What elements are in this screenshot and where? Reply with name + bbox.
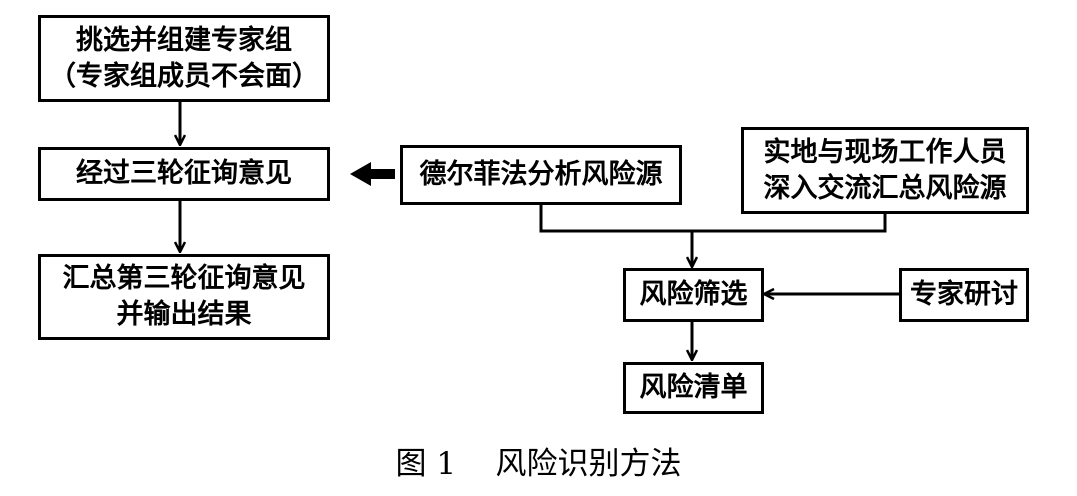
box-summarize: 汇总第三轮征询意见 并输出结果 bbox=[38, 254, 330, 340]
box-summarize-line1: 汇总第三轮征询意见 bbox=[62, 263, 306, 294]
box-risk-screening: 风险筛选 bbox=[623, 268, 764, 322]
box-three-rounds-label: 经过三轮征询意见 bbox=[76, 158, 292, 189]
figure-caption-label: 图 1 bbox=[395, 446, 457, 482]
box-field-exchange: 实地与现场工作人员 深入交流汇总风险源 bbox=[741, 127, 1029, 214]
box-delphi: 德尔菲法分析风险源 bbox=[400, 145, 682, 205]
box-risk-screening-label: 风险筛选 bbox=[639, 279, 748, 310]
box-delphi-label: 德尔菲法分析风险源 bbox=[419, 159, 663, 190]
box-field-line2: 深入交流汇总风险源 bbox=[763, 172, 1007, 204]
box-risk-list-label: 风险清单 bbox=[639, 372, 748, 403]
box-expert-discussion: 专家研讨 bbox=[899, 268, 1029, 322]
box-expert-discussion-label: 专家研讨 bbox=[910, 279, 1018, 310]
box-three-rounds: 经过三轮征询意见 bbox=[38, 147, 330, 201]
thick-arrow-delphi-to-rounds bbox=[350, 162, 395, 186]
figure-caption-title: 风险识别方法 bbox=[495, 446, 682, 482]
box-select-experts-line1: 挑选并组建专家组 bbox=[76, 24, 292, 56]
box-select-experts: 挑选并组建专家组 （专家组成员不会面） bbox=[38, 15, 330, 102]
connector-delphi-merge bbox=[539, 205, 887, 233]
box-select-experts-line2: （专家组成员不会面） bbox=[49, 60, 319, 92]
box-summarize-line2: 并输出结果 bbox=[116, 299, 252, 330]
figure-caption: 图 1 风险识别方法 bbox=[0, 438, 1077, 483]
box-field-line1: 实地与现场工作人员 bbox=[763, 136, 1007, 168]
box-risk-list: 风险清单 bbox=[623, 362, 764, 414]
